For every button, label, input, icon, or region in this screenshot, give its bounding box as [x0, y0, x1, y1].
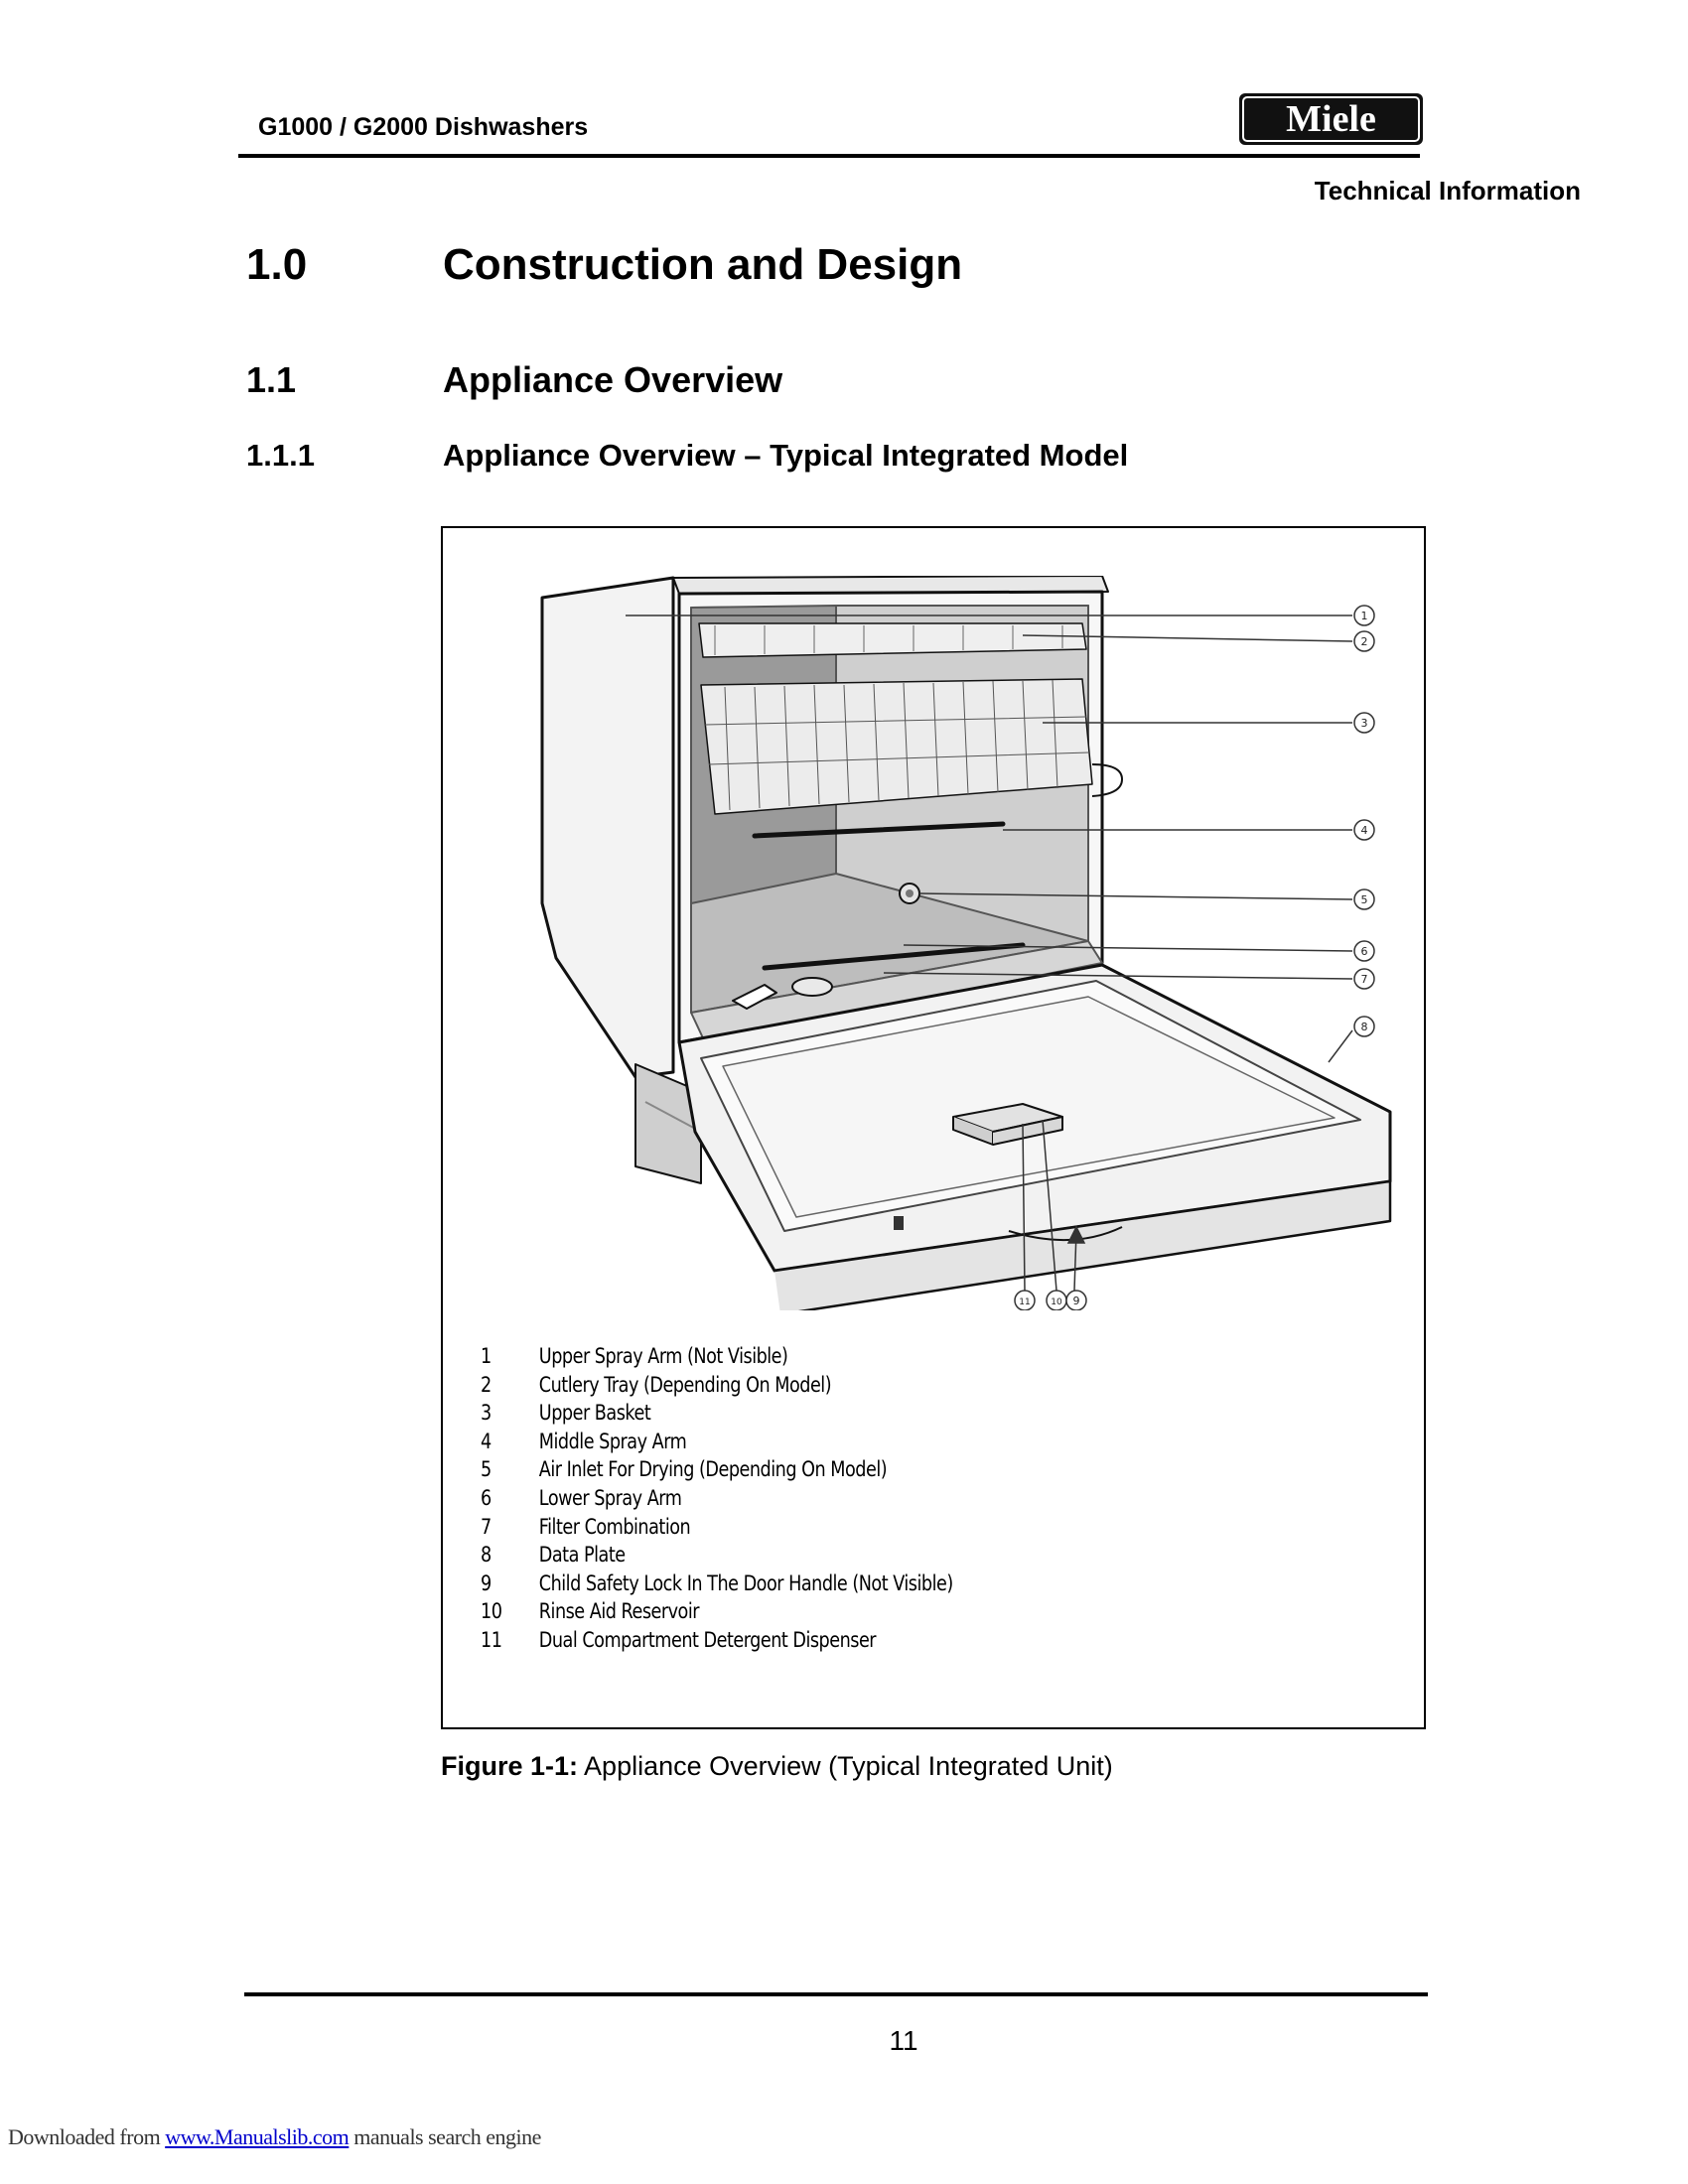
legend-number: 10: [481, 1599, 502, 1624]
callout-8: 8: [1361, 1021, 1368, 1033]
legend-label: Upper Basket: [538, 1401, 651, 1426]
legend-label: Data Plate: [538, 1543, 626, 1568]
callout-1: 1: [1361, 610, 1368, 622]
logo-text: Miele: [1286, 98, 1376, 140]
caption-text: Appliance Overview (Typical Integrated U…: [578, 1751, 1113, 1781]
legend-label: Upper Spray Arm (Not Visible): [538, 1344, 788, 1368]
legend-item: 6 Lower Spray Arm: [481, 1484, 953, 1513]
callout-6: 6: [1361, 945, 1368, 958]
manualslib-link[interactable]: www.Manualslib.com: [165, 2124, 350, 2149]
figure-frame: [441, 526, 1426, 1729]
heading-3-number: 1.1.1: [246, 438, 315, 473]
legend-number: 9: [481, 1570, 492, 1595]
legend-item: 9 Child Safety Lock In The Door Handle (N…: [481, 1570, 953, 1598]
legend-item: 3 Upper Basket: [481, 1399, 953, 1428]
legend-number: 3: [481, 1401, 492, 1426]
heading-1-text: Construction and Design: [443, 240, 963, 289]
callout-10: 10: [1051, 1297, 1062, 1307]
document-title: G1000 / G2000 Dishwashers: [258, 113, 589, 141]
legend-number: 11: [481, 1627, 502, 1652]
legend-label: Filter Combination: [538, 1514, 691, 1539]
miele-logo: Miele: [1239, 93, 1423, 145]
legend-label: Cutlery Tray (Depending On Model): [538, 1372, 832, 1397]
section-label: Technical Information: [1314, 176, 1581, 205]
legend-item: 7 Filter Combination: [481, 1513, 953, 1542]
callout-9: 9: [1073, 1295, 1080, 1307]
figure-legend: 1 Upper Spray Arm (Not Visible) 2 Cutlery …: [481, 1342, 953, 1655]
legend-item: 5 Air Inlet For Drying (Depending On Mode…: [481, 1455, 953, 1484]
legend-number: 1: [481, 1344, 492, 1368]
dishwasher-illustration: 1 2 3 4 5 6 7 8 11 10 9: [540, 576, 1392, 1310]
legend-label: Air Inlet For Drying (Depending On Model…: [538, 1457, 888, 1482]
legend-item: 4 Middle Spray Arm: [481, 1428, 953, 1456]
callout-2: 2: [1361, 635, 1368, 648]
legend-number: 8: [481, 1543, 492, 1568]
heading-2-number: 1.1: [246, 359, 297, 400]
legend-item: 10 Rinse Aid Reservoir: [481, 1597, 953, 1626]
legend-item: 11 Dual Compartment Detergent Dispenser: [481, 1626, 953, 1655]
heading-2-text: Appliance Overview: [443, 359, 783, 400]
callout-7: 7: [1361, 973, 1368, 986]
callout-5: 5: [1361, 893, 1368, 906]
legend-item: 2 Cutlery Tray (Depending On Model): [481, 1371, 953, 1400]
download-notice: Downloaded from www.Manualslib.com manua…: [8, 2124, 541, 2150]
legend-number: 6: [481, 1485, 492, 1510]
legend-item: 1 Upper Spray Arm (Not Visible): [481, 1342, 953, 1371]
legend-number: 4: [481, 1429, 492, 1453]
callout-11: 11: [1019, 1297, 1030, 1307]
legend-label: Dual Compartment Detergent Dispenser: [538, 1627, 877, 1652]
legend-number: 7: [481, 1514, 492, 1539]
callout-4: 4: [1361, 824, 1368, 837]
header-rule: [238, 154, 1420, 158]
heading-3-text: Appliance Overview – Typical Integrated …: [443, 438, 1129, 473]
legend-label: Lower Spray Arm: [538, 1485, 682, 1510]
download-prefix: Downloaded from: [8, 2124, 166, 2149]
callout-3: 3: [1361, 717, 1368, 730]
page-number: 11: [889, 2025, 918, 2056]
legend-number: 5: [481, 1457, 492, 1482]
download-suffix: manuals search engine: [349, 2124, 541, 2149]
legend-label: Child Safety Lock In The Door Handle (No…: [538, 1570, 953, 1595]
legend-label: Middle Spray Arm: [538, 1429, 687, 1453]
legend-number: 2: [481, 1372, 492, 1397]
legend-item: 8 Data Plate: [481, 1541, 953, 1570]
heading-1-number: 1.0: [246, 240, 308, 289]
legend-label: Rinse Aid Reservoir: [538, 1599, 700, 1624]
footer-rule: [244, 1992, 1428, 1996]
caption-label: Figure 1-1:: [441, 1751, 579, 1781]
figure-caption: Figure 1-1: Appliance Overview (Typical …: [441, 1751, 1113, 1782]
